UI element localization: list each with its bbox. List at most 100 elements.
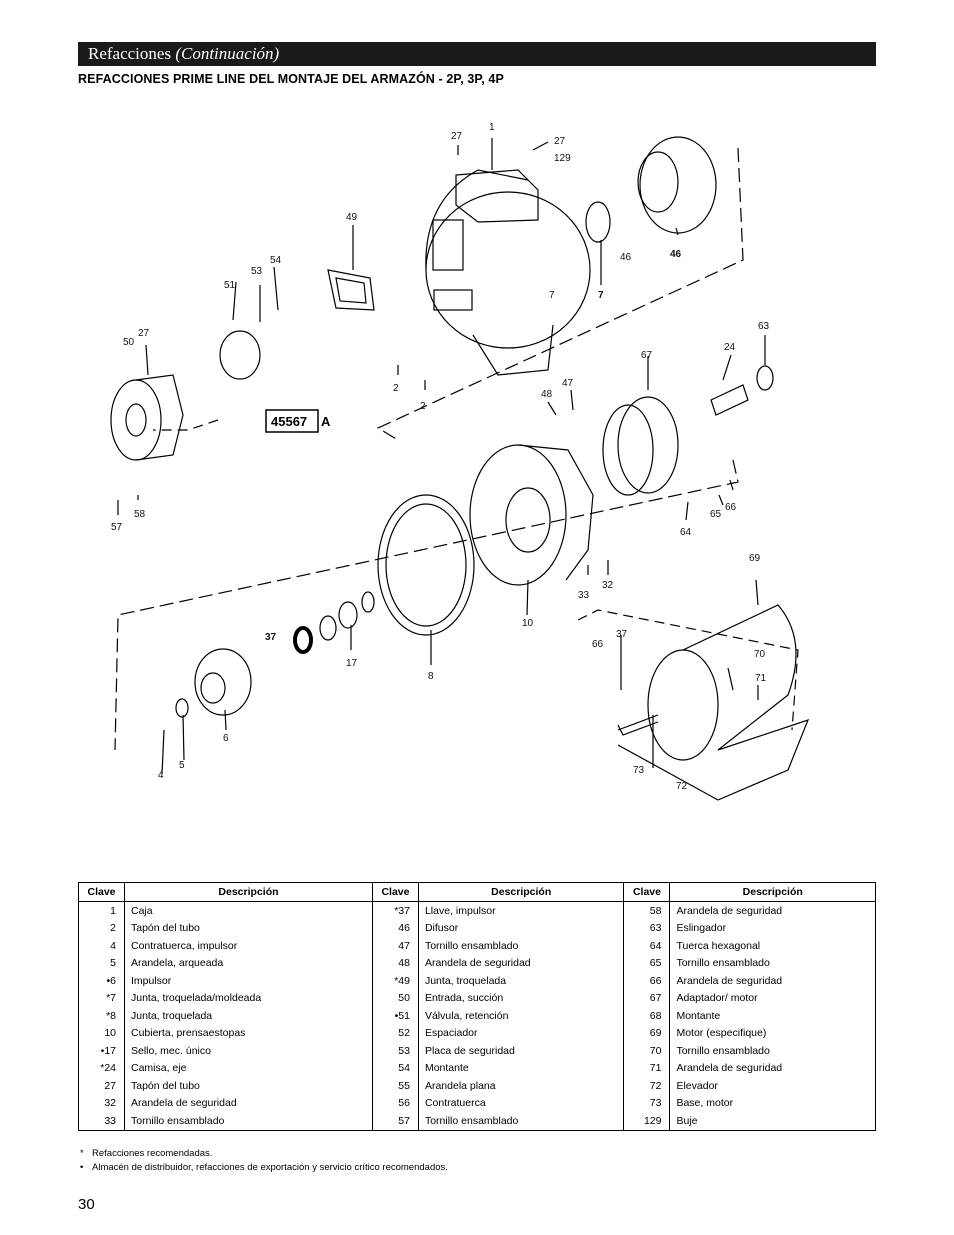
callout: 2 [393, 383, 399, 394]
inline-label: 7 [598, 290, 604, 301]
callout: 6 [223, 733, 229, 744]
description-cell: Tornillo ensamblado [417, 937, 625, 955]
callout: 48 [541, 389, 553, 400]
description-cell: Eslingador [669, 919, 876, 937]
key-cell: 53 [371, 1042, 419, 1060]
key-cell: 33 [78, 1112, 125, 1131]
assembly-guide-line [114, 459, 739, 751]
callout: 7 [549, 290, 555, 301]
description-cell: Montante [669, 1007, 876, 1025]
page-number: 30 [78, 1196, 95, 1213]
callout: 72 [676, 781, 688, 792]
description-cell: Junta, troquelada/moldeada [124, 989, 373, 1007]
key-cell: 71 [623, 1059, 671, 1077]
description-cell: Contratuerca, impulsor [124, 937, 373, 955]
assembly-guide-line [376, 147, 744, 441]
callout: 67 [641, 350, 653, 361]
callout: 10 [522, 618, 534, 629]
callout: 66 [592, 639, 604, 650]
washer-part [175, 698, 189, 718]
key-cell: *8 [78, 1007, 125, 1025]
key-cell: 47 [371, 937, 419, 955]
column-header: Descripción [669, 882, 876, 902]
key-cell: 48 [371, 954, 419, 972]
motor-part [617, 604, 810, 801]
part-number: 45567 [271, 414, 307, 429]
callout: 17 [346, 658, 358, 669]
key-cell: 52 [371, 1024, 419, 1042]
callout: 69 [749, 553, 761, 564]
key-cell: 54 [371, 1059, 419, 1077]
description-cell: Camisa, eje [124, 1059, 373, 1077]
callout: 8 [428, 671, 434, 682]
callout: 5 [179, 760, 185, 771]
callout: 51 [224, 280, 236, 291]
inline-label: 37 [265, 632, 277, 643]
impeller-key-ring [293, 626, 313, 654]
inline-label: 46 [670, 249, 682, 260]
key-cell: 68 [623, 1007, 671, 1025]
column-header: Descripción [417, 882, 625, 902]
callout: 129 [554, 153, 571, 164]
description-cell: Base, motor [669, 1094, 876, 1112]
description-cell: Montante [417, 1059, 625, 1077]
callout: 65 [710, 509, 722, 520]
callout: 53 [251, 266, 263, 277]
key-cell: 72 [623, 1077, 671, 1095]
key-cell: 27 [78, 1077, 125, 1095]
key-cell: *37 [371, 901, 419, 920]
page-subtitle: REFACCIONES PRIME LINE DEL MONTAJE DEL A… [78, 72, 504, 86]
footnote: *Refacciones recomendadas. [80, 1148, 213, 1159]
diffuser-part [637, 136, 717, 234]
footnote: •Almacén de distribuidor, refacciones de… [80, 1162, 448, 1173]
description-cell: Junta, troquelada [124, 1007, 373, 1025]
suction-inlet-part [110, 374, 184, 461]
description-cell: Tuerca hexagonal [669, 937, 876, 955]
callout: 46 [620, 252, 632, 263]
callout: 24 [724, 342, 736, 353]
description-cell: Buje [669, 1112, 876, 1131]
check-valve-part [219, 330, 261, 380]
key-cell: 70 [623, 1042, 671, 1060]
o-ring-part [585, 201, 611, 243]
key-cell: *49 [371, 972, 419, 990]
column-header: Descripción [124, 882, 373, 902]
section-title-continuation: (Continuación) [175, 44, 280, 63]
part-number-suffix: A [321, 414, 331, 429]
callout: 70 [754, 649, 766, 660]
description-cell: Caja [124, 901, 373, 920]
description-cell: Arandela, arqueada [124, 954, 373, 972]
shaft-sleeve-part [710, 384, 749, 416]
assembly-guide-line [577, 609, 799, 731]
key-cell: 4 [78, 937, 125, 955]
key-cell: 50 [371, 989, 419, 1007]
description-cell: Tapón del tubo [124, 919, 373, 937]
assembly-guide-line [153, 419, 219, 431]
impeller-part [194, 648, 252, 716]
key-cell: 58 [623, 901, 671, 920]
exploded-parts-diagram: 45567 A 46 7 37 1 27 27 129 49 46 7 54 5… [110, 122, 810, 801]
description-cell: Junta, troquelada [417, 972, 625, 990]
key-cell: 64 [623, 937, 671, 955]
column-header: Clave [623, 882, 671, 902]
casing-part [425, 169, 591, 376]
callout: 71 [755, 673, 767, 684]
description-cell: Impulsor [124, 972, 373, 990]
callout: 57 [111, 522, 123, 533]
callout: 63 [758, 321, 770, 332]
callout: 27 [554, 136, 566, 147]
description-cell: Arandela plana [417, 1077, 625, 1095]
motor-adapter-part [602, 396, 679, 496]
description-cell: Contratuerca [417, 1094, 625, 1112]
description-cell: Sello, mec. único [124, 1042, 373, 1060]
callout: 1 [489, 122, 495, 133]
description-cell: Arandela de seguridad [124, 1094, 373, 1112]
